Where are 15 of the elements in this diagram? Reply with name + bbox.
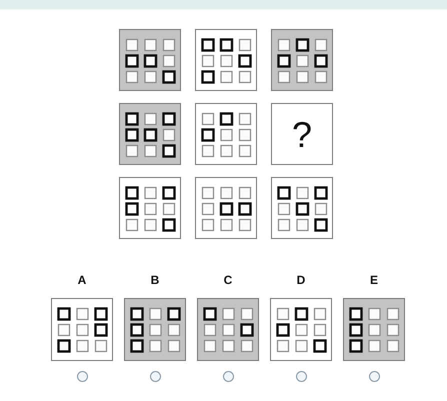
- pattern-panel: [195, 177, 257, 239]
- option-letter: A: [78, 273, 86, 287]
- pattern-panel: [271, 177, 333, 239]
- pattern-panel: [195, 29, 257, 91]
- option-letter: C: [224, 273, 232, 287]
- question-mark: ?: [292, 117, 312, 153]
- option-letter: D: [296, 273, 306, 287]
- pattern-panel: [119, 103, 181, 165]
- option-letter: E: [370, 273, 378, 287]
- pattern-panel: [119, 29, 181, 91]
- pattern-panel: [119, 177, 181, 239]
- pattern-panel: [271, 29, 333, 91]
- question-panel: [271, 103, 333, 165]
- option-letter: B: [150, 273, 160, 287]
- pattern-panel: [195, 103, 257, 165]
